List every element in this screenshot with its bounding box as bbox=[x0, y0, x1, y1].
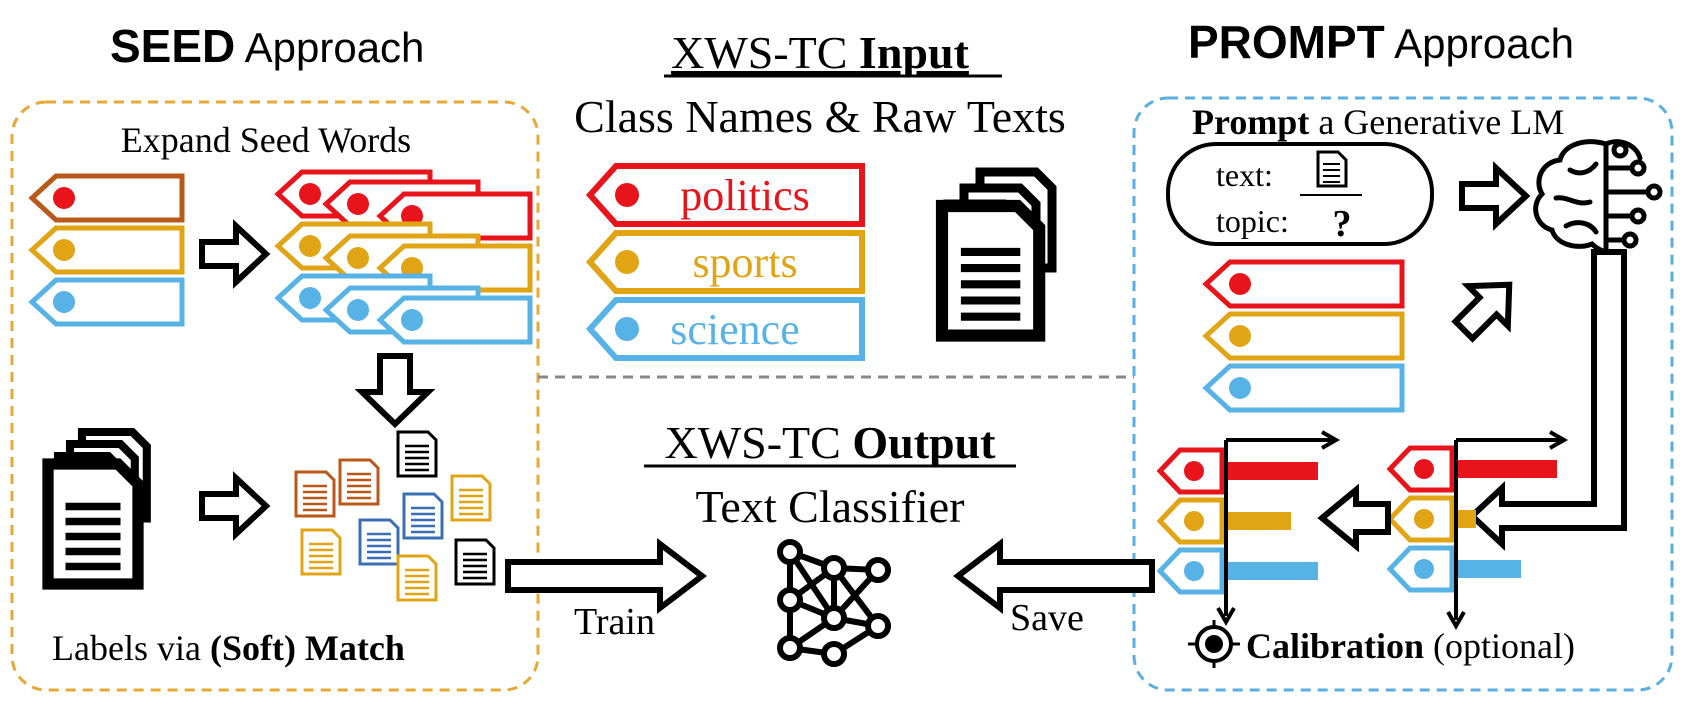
raw-texts-document-stack-icon bbox=[942, 172, 1052, 336]
bar-after-red bbox=[1228, 462, 1318, 480]
svg-text:sports: sports bbox=[692, 238, 797, 287]
save-label: Save bbox=[1010, 597, 1084, 639]
class-tag-politics: politics bbox=[585, 163, 865, 227]
expand-seed-words-label: Expand Seed Words bbox=[121, 120, 411, 160]
prompt-to-lm-arrow-icon bbox=[1462, 168, 1526, 224]
svg-text:science: science bbox=[670, 305, 799, 354]
save-arrow-icon bbox=[953, 537, 1155, 615]
seed-title: SEED Approach bbox=[110, 20, 424, 72]
tags-to-lm-arrow-icon bbox=[1444, 265, 1529, 350]
output-subtitle: Text Classifier bbox=[696, 481, 965, 532]
bar-before-blue bbox=[1458, 560, 1521, 578]
labeled-documents-icon bbox=[294, 430, 496, 602]
target-icon bbox=[1188, 620, 1240, 668]
seed-region-border bbox=[10, 100, 540, 692]
seed-document-stack-icon bbox=[48, 432, 147, 584]
prompt-tag-red bbox=[1202, 259, 1405, 309]
prompt-template-box: text: topic: ? bbox=[1166, 142, 1434, 246]
class-tag-sports: sports bbox=[585, 230, 865, 294]
train-label: Train bbox=[574, 601, 655, 643]
prompt-region-border bbox=[1132, 96, 1674, 692]
svg-text:text:: text: bbox=[1216, 157, 1273, 193]
bar-after-yellow bbox=[1228, 512, 1291, 530]
neural-network-icon bbox=[777, 539, 891, 667]
svg-text:topic:: topic: bbox=[1216, 203, 1289, 239]
input-title: XWS-TC Input bbox=[671, 27, 969, 78]
prompt-title: PROMPT Approach bbox=[1188, 16, 1574, 68]
input-subtitle: Class Names & Raw Texts bbox=[574, 91, 1066, 142]
output-title: XWS-TC Output bbox=[665, 417, 997, 468]
scores-before-calibration bbox=[1386, 430, 1569, 631]
prompt-tag-blue bbox=[1202, 363, 1405, 413]
svg-text:?: ? bbox=[1333, 203, 1352, 245]
svg-text:politics: politics bbox=[680, 171, 810, 220]
down-arrow-icon bbox=[354, 353, 436, 429]
bar-before-yellow bbox=[1458, 510, 1476, 528]
match-arrow-icon bbox=[202, 478, 266, 534]
brain-icon bbox=[1533, 139, 1663, 256]
prompt-header: Prompt a Generative LM bbox=[1192, 102, 1564, 142]
expand-arrow-icon bbox=[202, 226, 266, 282]
seed-tag-brown bbox=[28, 173, 185, 223]
calibration-label: Calibration (optional) bbox=[1246, 626, 1575, 666]
prompt-tag-yellow bbox=[1202, 311, 1405, 361]
calibration-arrow-icon bbox=[1317, 483, 1391, 553]
train-arrow-icon bbox=[505, 537, 707, 615]
bar-before-red bbox=[1458, 460, 1557, 478]
class-tag-science: science bbox=[585, 297, 865, 361]
expanded-tags-blue bbox=[274, 273, 533, 345]
text-document-icon bbox=[1316, 150, 1348, 188]
seed-tag-blue bbox=[28, 277, 185, 327]
expanded-tags-red bbox=[274, 169, 533, 241]
scores-after-calibration bbox=[1156, 430, 1341, 627]
match-label: Labels via (Soft) Match bbox=[52, 628, 405, 668]
bar-after-blue bbox=[1228, 562, 1318, 580]
seed-tag-yellow bbox=[28, 225, 185, 275]
lm-output-path-icon bbox=[1467, 249, 1627, 551]
